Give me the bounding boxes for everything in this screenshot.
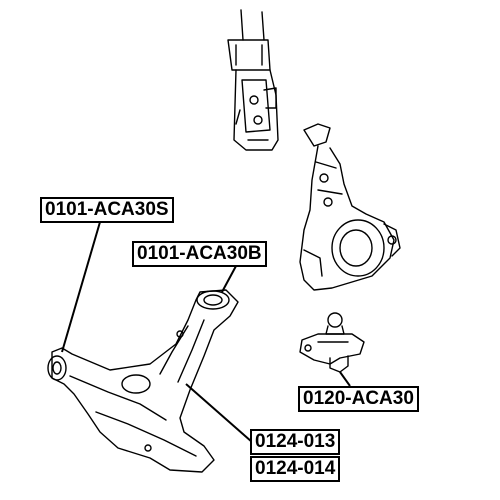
- part-label-front-bushing: 0101-ACA30S: [40, 197, 174, 223]
- leader-line-rear-bushing: [221, 265, 237, 293]
- steering-knuckle-drawing: [299, 123, 401, 291]
- part-label-rear-bushing: 0101-ACA30B: [132, 241, 267, 267]
- lower-control-arm-drawing: [47, 289, 239, 473]
- part-label-control-arm-right: 0124-014: [250, 456, 341, 482]
- part-label-ball-joint: 0120-ACA30: [298, 386, 419, 412]
- leader-lines: [61, 221, 351, 443]
- leader-line-ball-joint: [339, 371, 351, 387]
- leader-line-control-arm: [185, 383, 253, 443]
- leader-line-front-bushing: [61, 221, 101, 353]
- part-label-control-arm-left: 0124-013: [250, 429, 341, 455]
- strut-assembly-drawing: [227, 9, 279, 151]
- ball-joint-drawing: [299, 312, 365, 373]
